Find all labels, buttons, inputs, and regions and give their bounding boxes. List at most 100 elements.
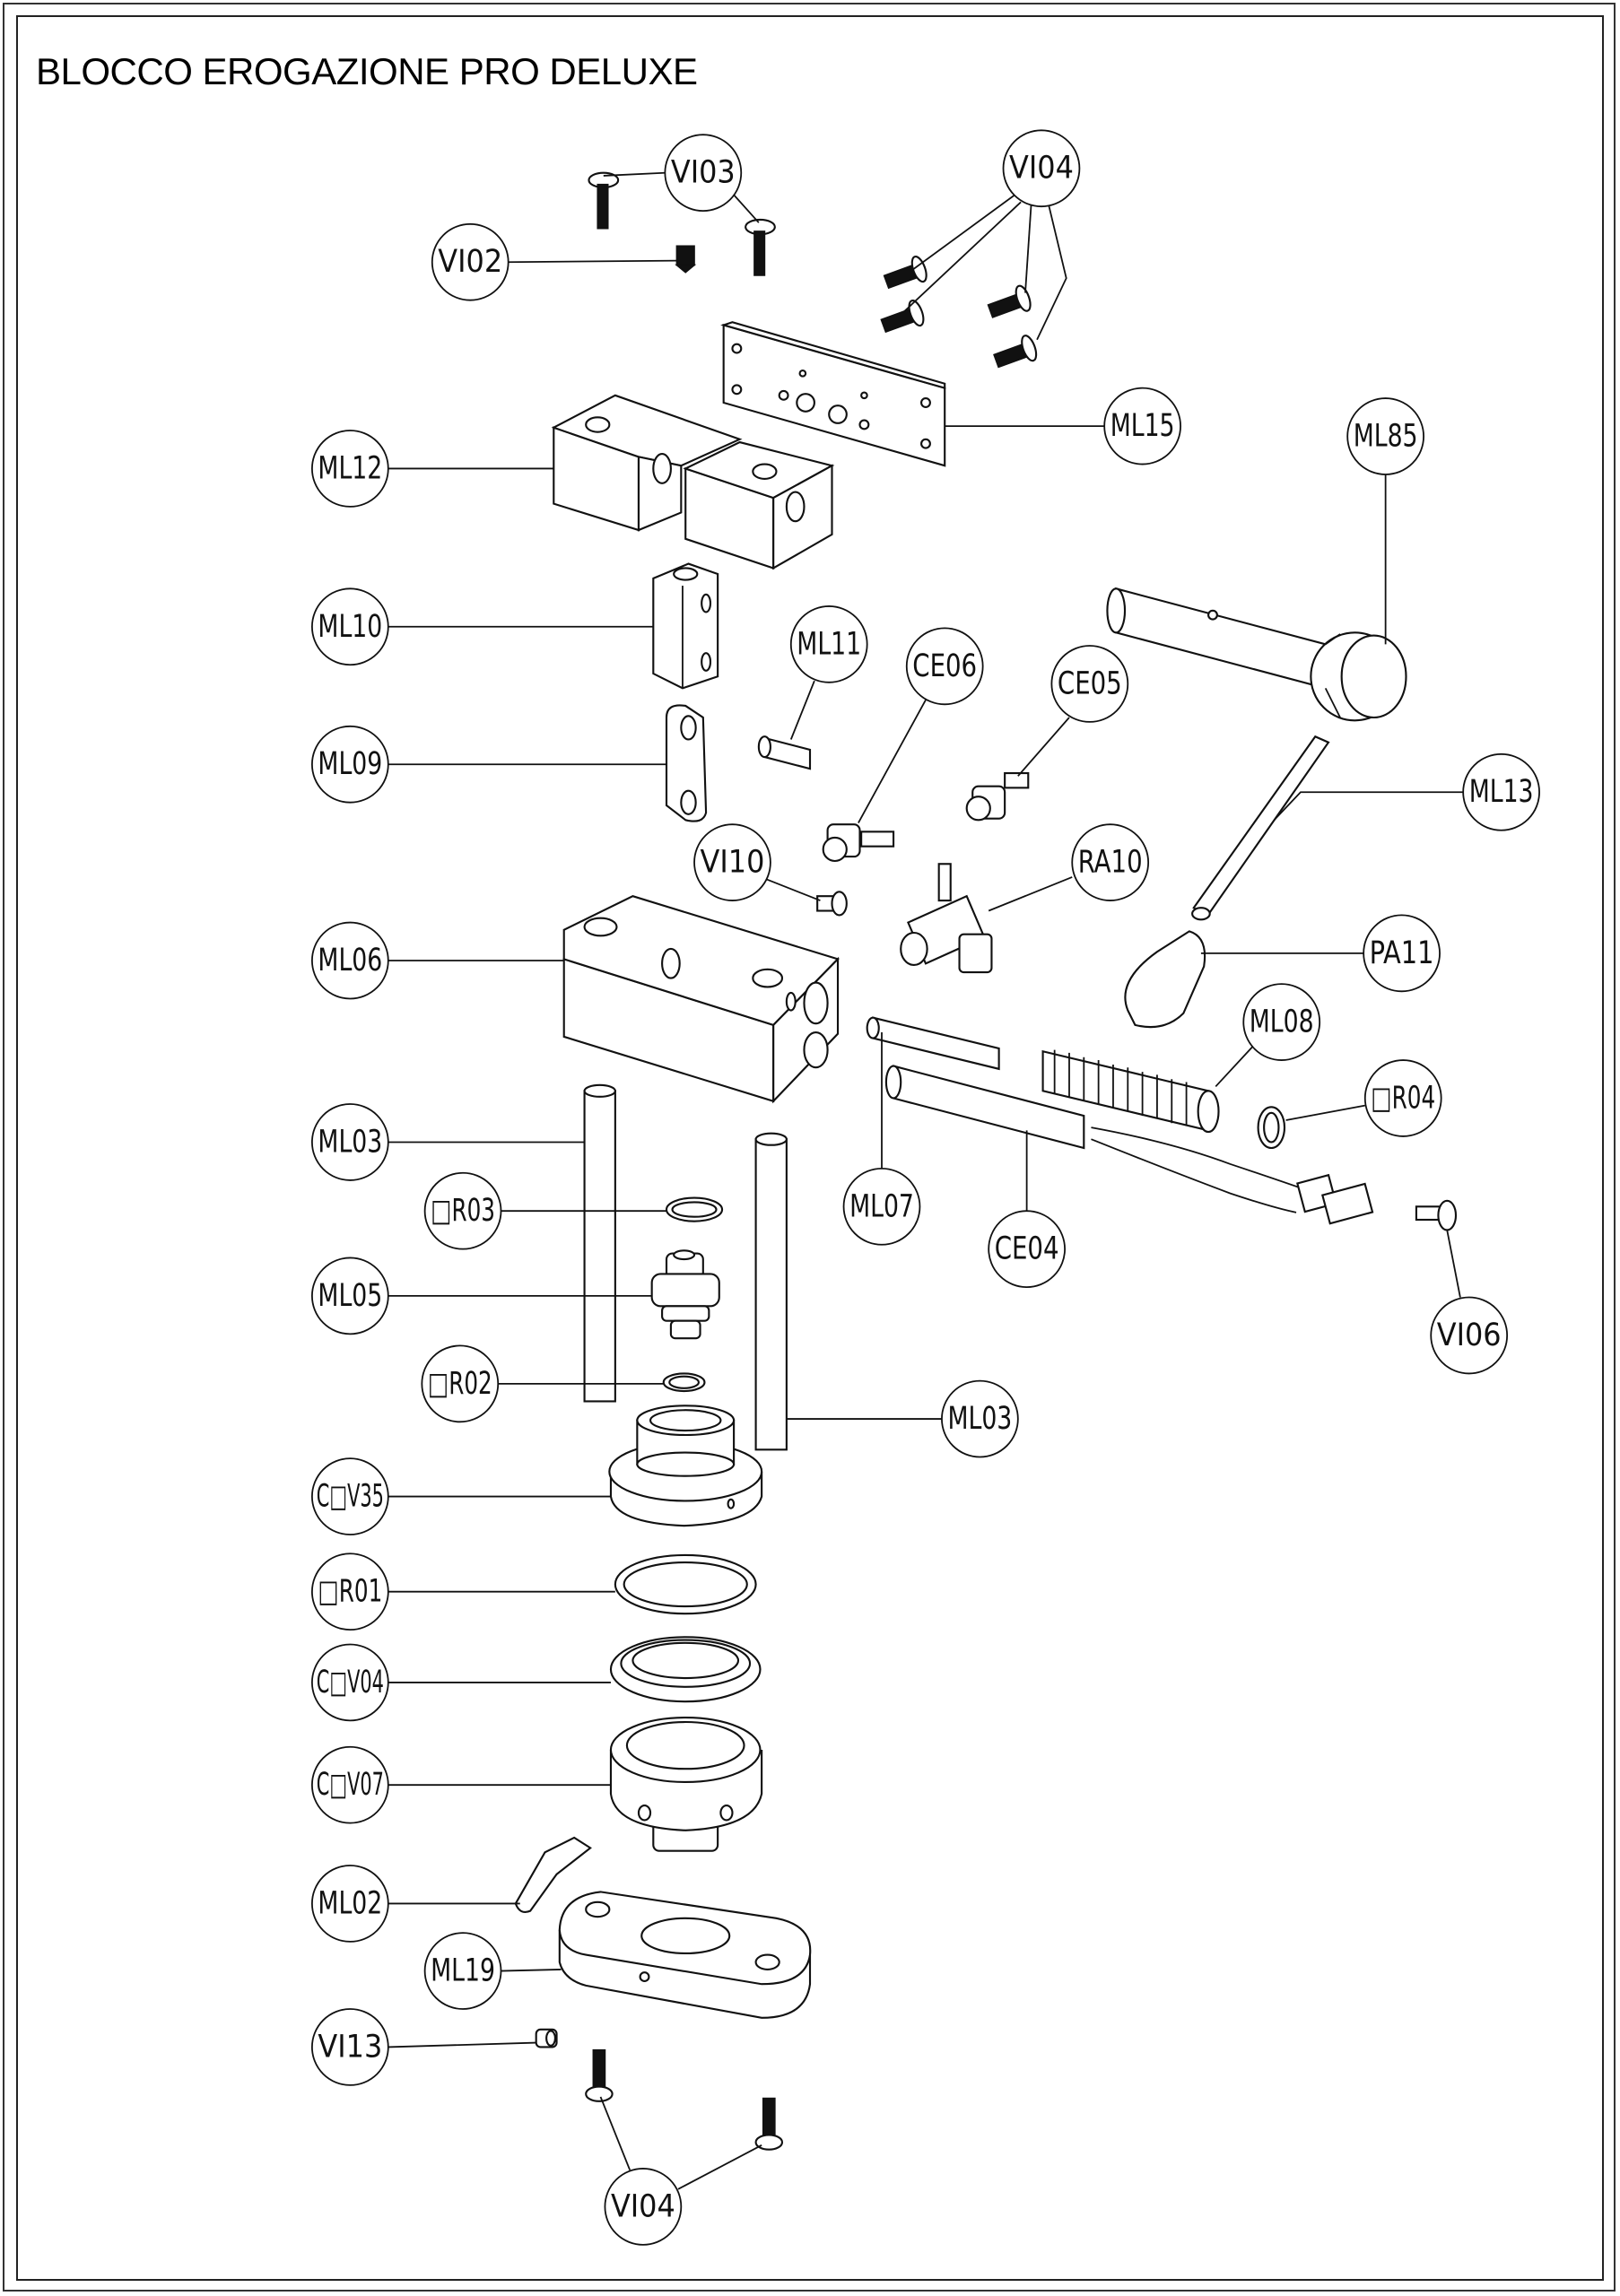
callout-circle xyxy=(1346,397,1424,475)
leader-line-vi04-bottom xyxy=(677,2144,762,2190)
callout-or04[interactable]: □R04 xyxy=(1363,1059,1442,1137)
callout-label: CE04 xyxy=(995,1231,1059,1267)
callout-ce06[interactable]: CE06 xyxy=(905,627,984,706)
diagram-title: BLOCCO EROGAZIONE PRO DELUXE xyxy=(36,50,698,92)
leader-lines xyxy=(388,171,1464,2190)
callout-circle xyxy=(604,2168,683,2246)
callout-ml03-right[interactable]: ML03 xyxy=(941,1379,1019,1458)
callout-circle xyxy=(311,1257,389,1335)
callout-vi04-bottom[interactable]: VI04 xyxy=(604,2168,683,2246)
oring-or01 xyxy=(614,1553,757,1615)
callout-label: ML08 xyxy=(1250,1004,1314,1040)
callout-ce05[interactable]: CE05 xyxy=(1050,645,1129,723)
leader-line-vi04-top xyxy=(902,201,1022,313)
base-ml19 xyxy=(558,1891,812,2019)
callout-vi04-top[interactable]: VI04 xyxy=(1002,129,1081,208)
leader-line-vi04-bottom xyxy=(599,2096,631,2170)
callout-circle xyxy=(1050,645,1129,723)
callout-or03[interactable]: □R03 xyxy=(423,1171,502,1250)
spout-ml02 xyxy=(514,1836,592,1913)
callout-ml09[interactable]: ML09 xyxy=(311,725,389,804)
callout-vi06[interactable]: VI06 xyxy=(1430,1296,1509,1375)
callout-pa11[interactable]: PA11 xyxy=(1363,914,1441,993)
callout-circle xyxy=(311,1457,389,1535)
callout-circle xyxy=(423,1932,502,2010)
spring-ml08 xyxy=(1041,1049,1220,1134)
callout-circle xyxy=(311,1865,389,1943)
callout-vi13[interactable]: VI13 xyxy=(311,2008,389,2086)
oring-or04 xyxy=(1257,1106,1286,1150)
callout-circle xyxy=(311,1745,389,1824)
callout-circle xyxy=(311,1643,389,1722)
callout-cov35[interactable]: C□V35 xyxy=(311,1457,389,1535)
rod-ml03-right xyxy=(754,1132,788,1451)
callout-ml13[interactable]: ML13 xyxy=(1462,752,1540,831)
callout-ml02[interactable]: ML02 xyxy=(311,1865,389,1943)
callout-circle xyxy=(431,222,510,301)
callout-vi03[interactable]: VI03 xyxy=(664,134,743,212)
callout-cov07[interactable]: C□V07 xyxy=(311,1745,389,1824)
callout-ml12[interactable]: ML12 xyxy=(311,430,389,508)
callout-label: ML05 xyxy=(318,1278,382,1314)
inner-border xyxy=(16,15,1604,2281)
callout-circle xyxy=(1363,1059,1442,1137)
callout-ml19[interactable]: ML19 xyxy=(423,1932,502,2010)
callout-label: □R04 xyxy=(1371,1080,1435,1116)
leader-line-vi04-top xyxy=(910,194,1016,272)
heater-ce04 xyxy=(884,1065,1374,1225)
block-ml06 xyxy=(562,895,840,1104)
callout-label: RA10 xyxy=(1078,845,1143,881)
callout-ml05[interactable]: ML05 xyxy=(311,1257,389,1335)
callout-or01[interactable]: □R01 xyxy=(311,1552,389,1631)
callout-label: VI06 xyxy=(1437,1318,1502,1353)
callout-circle xyxy=(1430,1296,1509,1375)
callout-ml08[interactable]: ML08 xyxy=(1242,983,1321,1061)
callout-ml07[interactable]: ML07 xyxy=(842,1167,921,1246)
callout-ml15[interactable]: ML15 xyxy=(1103,387,1181,465)
blocks-ml12 xyxy=(551,394,835,570)
callout-label: ML02 xyxy=(318,1885,382,1921)
callout-label: □R01 xyxy=(318,1574,382,1610)
callout-circle xyxy=(311,1552,389,1631)
callout-label: ML13 xyxy=(1469,774,1534,810)
callout-circle xyxy=(1002,129,1081,208)
callout-circle xyxy=(905,627,984,706)
callout-circle xyxy=(311,587,389,666)
callout-ml11[interactable]: ML11 xyxy=(789,605,868,683)
callout-or02[interactable]: □R02 xyxy=(421,1344,500,1423)
callout-cov04[interactable]: C□V04 xyxy=(311,1643,389,1722)
knob-pa11 xyxy=(1124,930,1206,1029)
oring-or02 xyxy=(662,1372,706,1393)
callout-ml85[interactable]: ML85 xyxy=(1346,397,1424,475)
callout-circle xyxy=(693,823,771,901)
screw-vi10 xyxy=(816,891,848,917)
callout-circle xyxy=(988,1210,1066,1288)
callout-ra10[interactable]: RA10 xyxy=(1071,823,1150,901)
rod-ml07 xyxy=(866,1016,1000,1071)
callout-ml03-left[interactable]: ML03 xyxy=(311,1103,389,1181)
callout-label: VI04 xyxy=(611,2188,675,2224)
sensor-ce06 xyxy=(822,823,895,863)
callout-ml10[interactable]: ML10 xyxy=(311,587,389,666)
pin-ml11 xyxy=(757,735,812,770)
callout-label: ML03 xyxy=(318,1124,382,1160)
plate-ml15 xyxy=(720,321,946,467)
screw-vi03-a xyxy=(588,171,620,230)
callout-vi10[interactable]: VI10 xyxy=(693,823,771,901)
callout-circle xyxy=(1103,387,1181,465)
screw-vi03-b xyxy=(745,218,776,276)
callout-label: ML10 xyxy=(318,609,382,645)
callout-ce04[interactable]: CE04 xyxy=(988,1210,1066,1288)
leader-line-vi13 xyxy=(388,2041,536,2048)
callout-label: ML12 xyxy=(318,450,382,486)
callout-vi02[interactable]: VI02 xyxy=(431,222,510,301)
fitting-ra10 xyxy=(900,863,993,974)
callout-ml06[interactable]: ML06 xyxy=(311,921,389,1000)
callout-label: ML85 xyxy=(1354,419,1418,455)
callout-label: C□V04 xyxy=(317,1665,384,1700)
callout-circle xyxy=(789,605,868,683)
callout-circle xyxy=(1363,914,1441,993)
leader-line-vi02 xyxy=(508,259,677,264)
screws-vi04-bottom xyxy=(585,2048,784,2151)
